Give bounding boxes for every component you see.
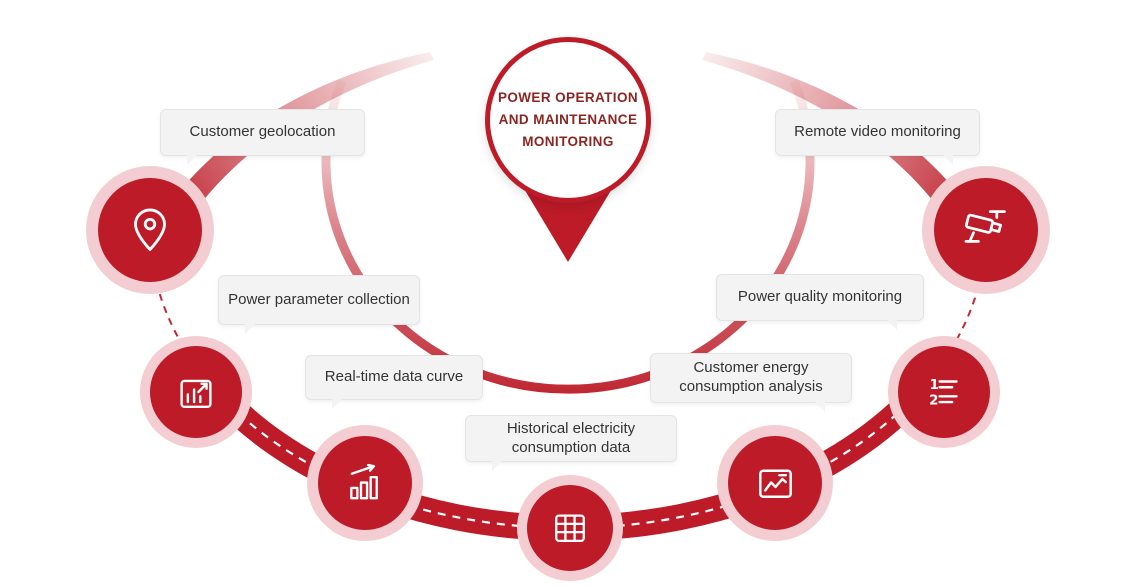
location-pin-icon	[134, 208, 166, 251]
label-text: Customer geolocation	[189, 123, 336, 141]
data-table-icon	[555, 514, 585, 542]
label-power-quality-monitoring: Power quality monitoring	[716, 274, 924, 330]
label-historical-consumption-data: Historical electricity consumption data	[465, 415, 677, 471]
node-circle	[527, 485, 613, 571]
label-text: Historical electricity consumption data	[506, 419, 636, 456]
title-line: AND MAINTENANCE	[498, 111, 638, 127]
parameter-chart-icon	[180, 379, 212, 409]
node-circle	[318, 436, 412, 530]
label-tail	[332, 398, 343, 409]
label-real-time-data-curve: Real-time data curve	[305, 355, 483, 409]
label-energy-consumption-analysis: Customer energy consumption analysis	[650, 353, 852, 412]
svg-text:2: 2	[929, 393, 938, 408]
cctv-camera-icon	[964, 210, 1006, 243]
label-tail	[886, 319, 897, 330]
node-circle: 1 2	[898, 346, 990, 438]
label-text: Power parameter collection	[228, 290, 410, 308]
label-text: Customer energy consumption analysis	[679, 359, 823, 395]
label-customer-geolocation: Customer geolocation	[160, 109, 365, 165]
node-circle	[934, 178, 1038, 282]
label-tail	[245, 323, 256, 334]
label-remote-video-monitoring: Remote video monitoring	[775, 109, 980, 165]
main-arc-dashed-line	[216, 391, 920, 530]
title-line: MONITORING	[522, 134, 614, 150]
label-tail	[187, 154, 198, 165]
svg-text:1: 1	[930, 378, 939, 393]
node-circle	[150, 346, 242, 438]
node-circle	[98, 178, 202, 282]
center-pin-circle: POWER OPERATION AND MAINTENANCE MONITORI…	[485, 37, 651, 203]
label-tail	[814, 401, 825, 412]
label-text: Power quality monitoring	[737, 288, 903, 306]
waveform-chart-icon	[758, 469, 792, 498]
node-circle	[728, 436, 822, 530]
title-line: POWER OPERATION	[497, 89, 638, 105]
inner-arc	[321, 79, 815, 394]
label-power-parameter-collection: Power parameter collection	[218, 275, 420, 334]
label-tail	[492, 460, 503, 471]
label-text: Remote video monitoring	[794, 123, 961, 141]
diagram-title: POWER OPERATION AND MAINTENANCE MONITORI…	[498, 87, 638, 154]
bar-chart-trend-icon	[349, 463, 378, 499]
numbered-list-icon: 1 2	[929, 378, 958, 408]
label-text: Real-time data curve	[324, 368, 464, 386]
label-tail	[942, 154, 953, 165]
